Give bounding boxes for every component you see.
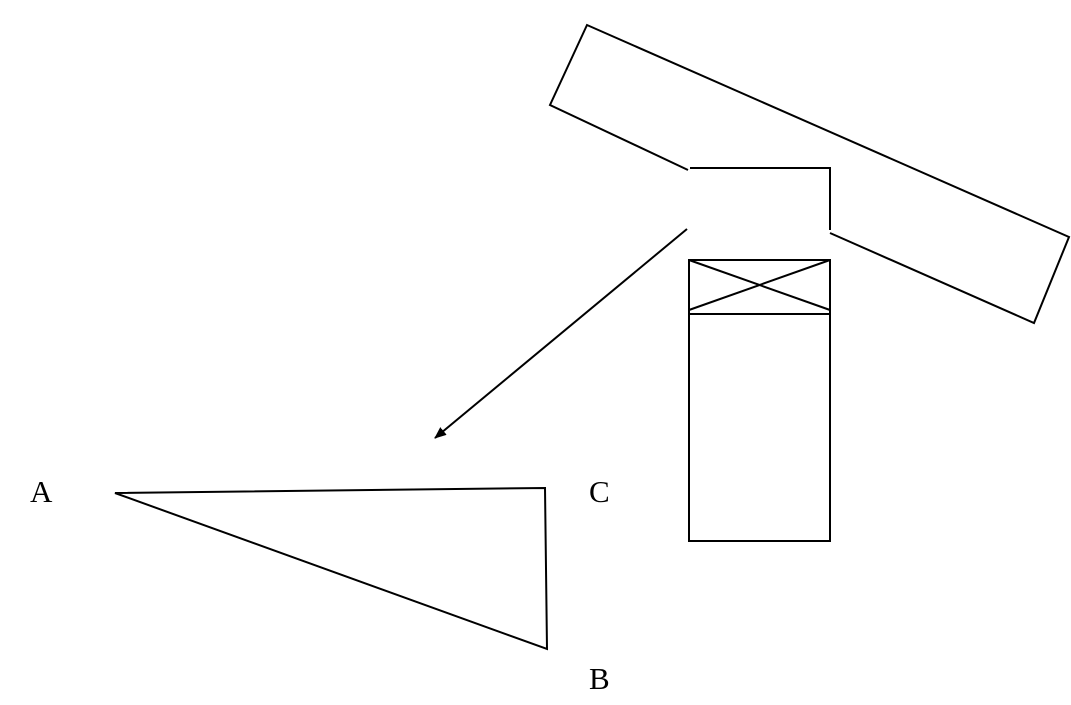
box-cross-line-2 (688, 259, 831, 311)
vertex-label-b: B (589, 661, 610, 696)
pointer-arrow (434, 228, 688, 439)
tilted-bar-outline (548, 23, 1071, 325)
vertex-label-c: C (589, 474, 610, 509)
tall-box (688, 259, 831, 542)
vertex-label-a: A (30, 474, 53, 509)
triangle-abc (114, 486, 549, 651)
bar-stem (690, 167, 831, 230)
